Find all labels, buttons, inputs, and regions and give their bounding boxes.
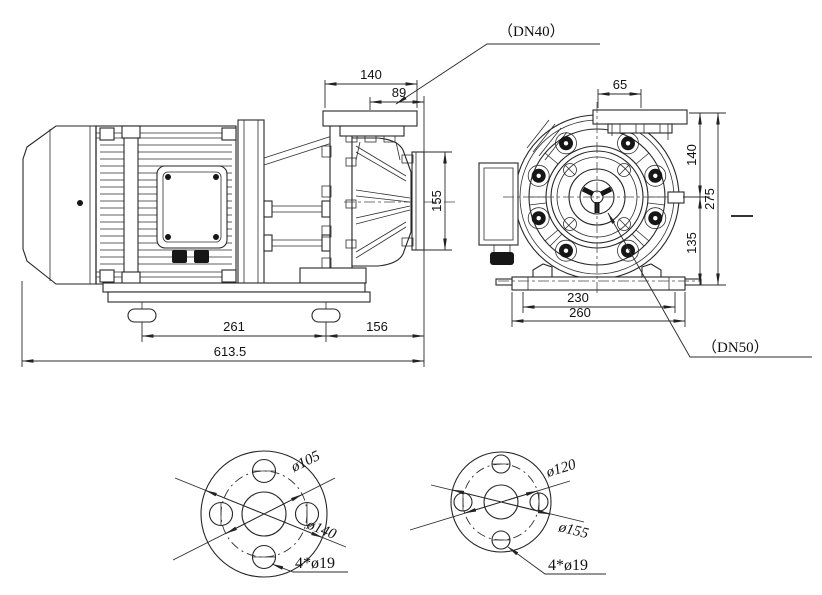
dim-260: 260 bbox=[569, 305, 591, 320]
dim-89: 89 bbox=[392, 85, 406, 100]
dim-261: 261 bbox=[223, 319, 245, 334]
dn40-leader bbox=[395, 43, 600, 105]
dim-613-5: 613.5 bbox=[214, 344, 247, 359]
side-view-dimensions: 140 89 155 261 156 613.5 （DN40） bbox=[21, 23, 600, 367]
motor-terminal-box bbox=[156, 165, 228, 263]
dn50-leader bbox=[607, 212, 812, 358]
dim-155: 155 bbox=[429, 190, 444, 212]
dim-135: 135 bbox=[684, 232, 699, 254]
dn50-label: （DN50） bbox=[702, 339, 769, 356]
dim-156: 156 bbox=[366, 319, 388, 334]
front-view bbox=[478, 102, 702, 293]
flange-bolt-holes-front bbox=[563, 163, 631, 231]
dn40-label: （DN40） bbox=[498, 23, 565, 40]
terminal-box-front bbox=[478, 162, 519, 265]
flange-b-holes-label: 4*ø19 bbox=[548, 557, 588, 574]
dim-140-top: 140 bbox=[360, 67, 382, 82]
pump-casing-side bbox=[344, 137, 455, 267]
flange-b-outer-label: ø155 bbox=[556, 519, 590, 542]
base-front bbox=[495, 263, 702, 291]
flange-a-holes-leader bbox=[271, 563, 348, 573]
cable-gland bbox=[172, 250, 187, 263]
lantern-bracket bbox=[237, 119, 353, 285]
drain-hole bbox=[77, 200, 83, 206]
dim-140-front: 140 bbox=[684, 144, 699, 166]
discharge-flange-front bbox=[592, 109, 688, 140]
dim-65: 65 bbox=[613, 77, 627, 92]
flange-b-holes-leader bbox=[507, 546, 606, 575]
clamp-segments bbox=[528, 152, 666, 247]
pump-foot bbox=[299, 267, 367, 284]
discharge-flange-side bbox=[322, 110, 418, 161]
dim-275: 275 bbox=[702, 188, 717, 210]
casing-bolts bbox=[527, 132, 667, 262]
dim-230: 230 bbox=[567, 290, 589, 305]
cable-gland bbox=[194, 250, 209, 263]
motor-tie-bar bbox=[123, 127, 139, 283]
front-view-dimensions: 65 140 135 275 230 260 （DN50） bbox=[511, 77, 812, 358]
casing-lug bbox=[667, 191, 685, 204]
cable-gland-front bbox=[490, 252, 514, 265]
motor-fin-hatch bbox=[526, 119, 568, 161]
flange-a-holes-label: 4*ø19 bbox=[295, 555, 335, 572]
